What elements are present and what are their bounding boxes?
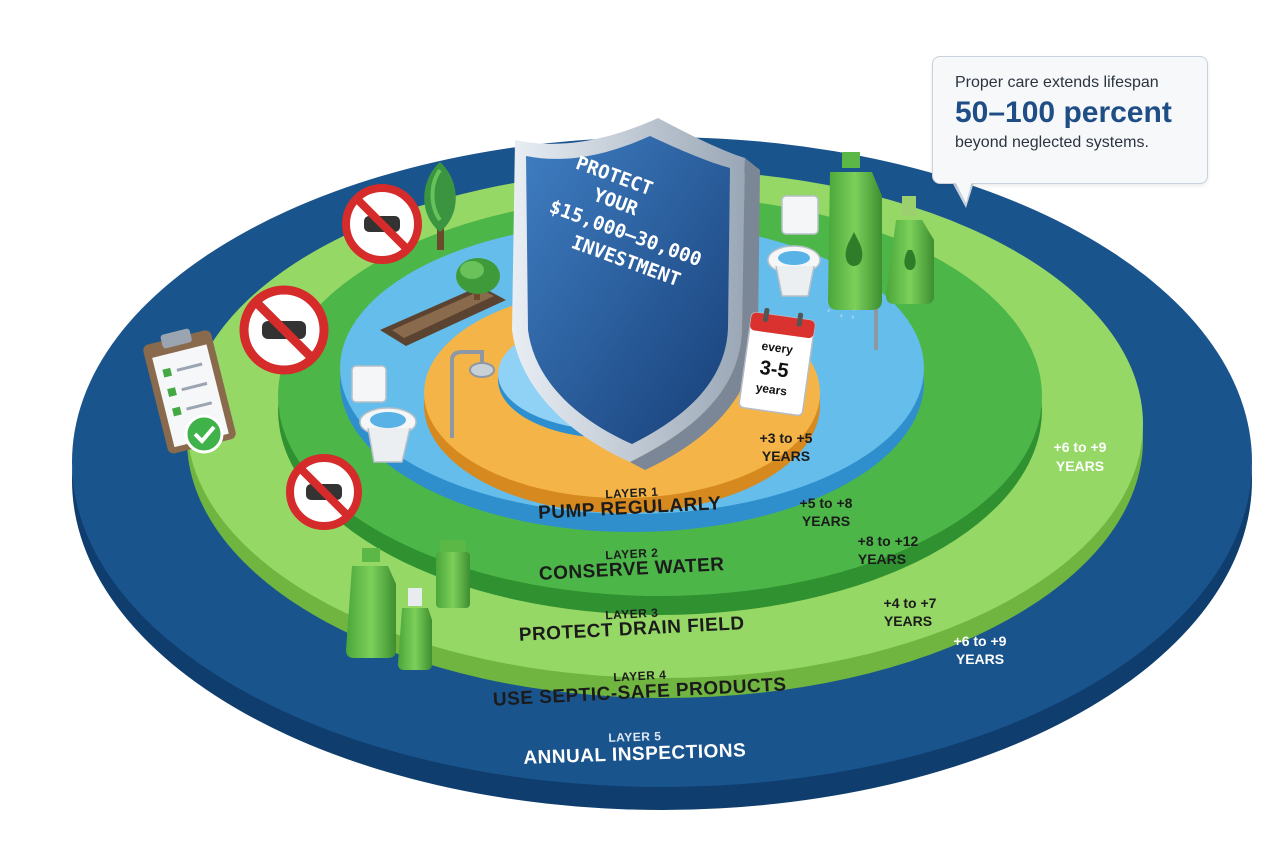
bottle-icon-left-large [346, 548, 396, 658]
callout-tail-inner [955, 181, 972, 203]
layer-2-years-a: +5 to +8 [800, 495, 853, 511]
layer-4-years-b: YEARS [884, 613, 932, 629]
outer-years-b: YEARS [1056, 458, 1104, 474]
layer-2-number: LAYER 2 [605, 546, 659, 563]
callout-box: Proper care extends lifespan 50–100 perc… [932, 56, 1208, 184]
bottle-icon-left-small [398, 588, 432, 670]
no-vehicle-sign-3 [286, 454, 362, 530]
calendar-top: every [761, 339, 794, 357]
toilet-icon-left [351, 365, 417, 463]
no-vehicle-sign-2 [239, 285, 329, 375]
layer-2-years: +5 to +8 YEARS [800, 495, 853, 529]
layer-5-years: +6 to +9 YEARS [954, 633, 1007, 667]
tree-icon [424, 162, 456, 250]
bottle-icon-right-large [828, 152, 882, 310]
bottle-icon-right-small [886, 196, 934, 304]
bottle-icon-left-jar [436, 540, 470, 608]
no-vehicle-sign-1 [342, 184, 422, 264]
callout-line-2: 50–100 percent [955, 96, 1172, 129]
layer-1-years: +3 to +5 YEARS [760, 430, 813, 464]
layer-1-years-a: +3 to +5 [760, 430, 813, 446]
layer-1-years-b: YEARS [762, 448, 810, 464]
layer-2-years-b: YEARS [802, 513, 850, 529]
callout-line-1: Proper care extends lifespan [955, 74, 1159, 91]
layer-5-number: LAYER 5 [608, 729, 662, 745]
layer-4-number: LAYER 4 [613, 668, 667, 685]
shield-icon: PROTECT YOUR $15,000–30,000 INVESTMENT [512, 118, 760, 470]
calendar-icon: every 3-5 years [738, 307, 816, 417]
callout-line-3: beyond neglected systems. [955, 134, 1149, 151]
layer-5-years-b: YEARS [956, 651, 1004, 667]
layer-3-years-a: +8 to +12 [858, 533, 919, 549]
calendar-bottom: years [755, 380, 788, 398]
outer-years: +6 to +9 YEARS [1054, 439, 1107, 474]
layer-1-number: LAYER 1 [605, 485, 659, 502]
layer-4-years: +4 to +7 YEARS [884, 595, 937, 629]
calendar-big: 3-5 [758, 357, 790, 383]
layer-4-years-a: +4 to +7 [884, 595, 937, 611]
layer-5-years-a: +6 to +9 [954, 633, 1007, 649]
layer-3-number: LAYER 3 [605, 606, 659, 623]
drain-field-icon [380, 286, 506, 346]
toilet-icon-right [767, 195, 821, 297]
shower-icon [450, 350, 495, 438]
outer-years-a: +6 to +9 [1054, 439, 1107, 455]
check-badge-icon [184, 414, 224, 454]
layer-3-years-b: YEARS [858, 551, 906, 567]
layer-3-years: +8 to +12 YEARS [858, 533, 919, 567]
bush-icon [456, 258, 500, 300]
